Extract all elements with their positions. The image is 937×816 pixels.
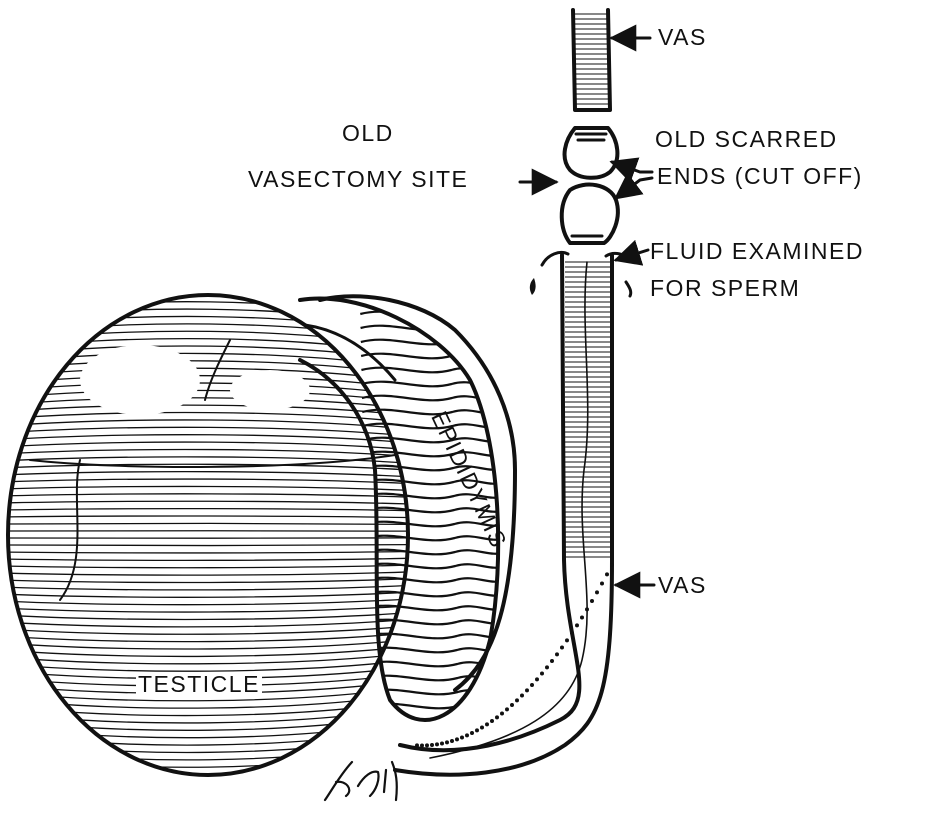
label-testicle: TESTICLE: [136, 673, 262, 696]
scarred-ends: [562, 128, 618, 243]
lower-vas: [395, 255, 614, 775]
upper-vas: [573, 10, 610, 110]
label-scarred-1: OLD SCARRED: [655, 128, 838, 151]
label-old-site-1: OLD: [342, 122, 394, 145]
label-fluid-1: FLUID EXAMINED: [650, 240, 864, 263]
label-vas-lower: VAS: [658, 574, 707, 597]
testicle-shape: [0, 287, 420, 790]
label-scarred-2: ENDS (CUT OFF): [657, 165, 863, 188]
label-vas-top: VAS: [658, 26, 707, 49]
artist-signature: [325, 762, 397, 800]
label-fluid-2: FOR SPERM: [650, 277, 800, 300]
label-old-site-2: VASECTOMY SITE: [248, 168, 468, 191]
